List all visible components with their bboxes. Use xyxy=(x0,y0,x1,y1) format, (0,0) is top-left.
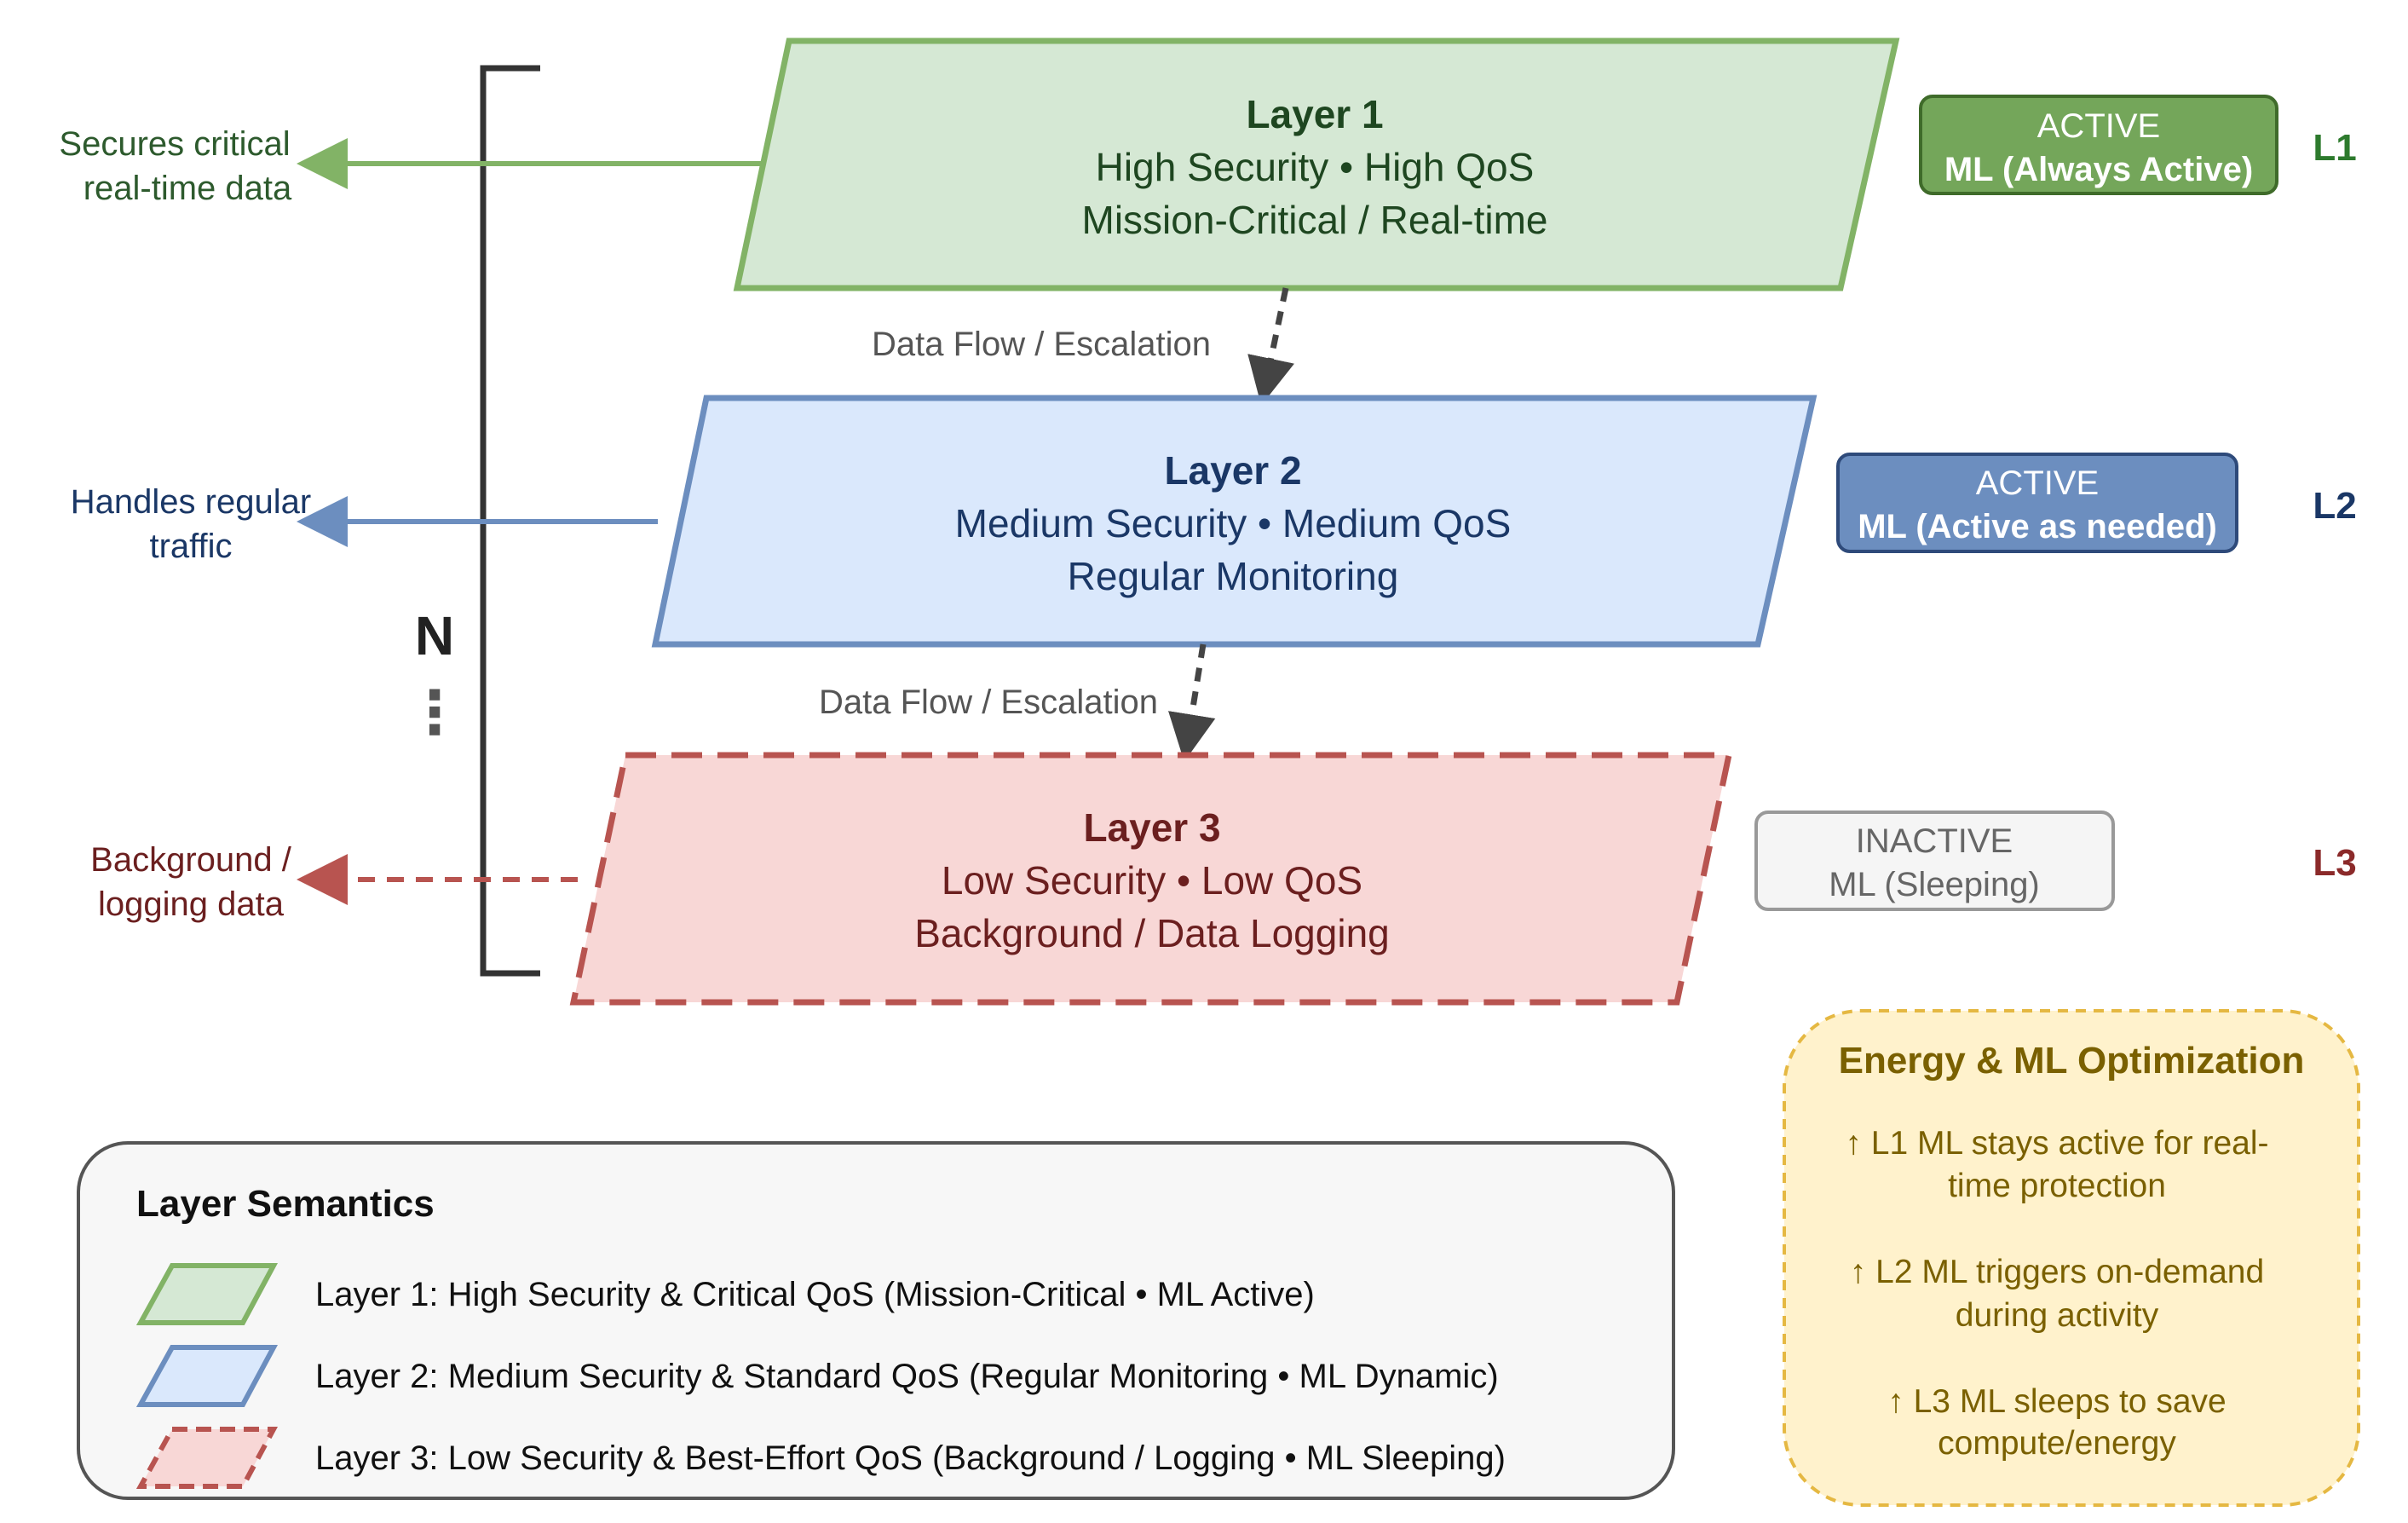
layer-3-title: Layer 3 xyxy=(1083,805,1220,850)
layer-3-line1: Low Security • Low QoS xyxy=(942,858,1362,903)
layer-1-badge-ml: ML (Always Active) xyxy=(1944,151,2253,188)
layer-2: Layer 2 Medium Security • Medium QoS Reg… xyxy=(71,395,2357,648)
layer-3-line2: Background / Data Logging xyxy=(914,911,1390,955)
optimization-item-2-line1: ↑ L2 ML triggers on-demand xyxy=(1850,1254,2264,1290)
layer-1: Layer 1 High Security • High QoS Mission… xyxy=(59,37,2357,291)
layer-1-status-badge xyxy=(1919,95,2278,195)
optimization-item-2-line2: during activity xyxy=(1956,1297,2159,1334)
flow-arrow-1-2 xyxy=(1247,287,1295,406)
layer-2-line2: Regular Monitoring xyxy=(1068,554,1399,598)
layer-3-badge-status: INACTIVE xyxy=(1856,822,2013,860)
ellipsis-icon: ⋮ xyxy=(405,679,464,746)
layer-2-shape xyxy=(651,395,1818,648)
layer-3-shape xyxy=(569,752,1733,1006)
legend-item-1: Layer 1: High Security & Critical QoS (M… xyxy=(315,1276,1315,1313)
layer-2-title: Layer 2 xyxy=(1164,448,1301,493)
layer-2-line1: Medium Security • Medium QoS xyxy=(955,501,1512,545)
layer-3-side-label-line1: Background / xyxy=(90,841,292,879)
optimization-item-1-line2: time protection xyxy=(1948,1168,2166,1204)
legend-item-2: Layer 2: Medium Security & Standard QoS … xyxy=(315,1358,1499,1395)
flow-label-2: Data Flow / Escalation xyxy=(819,684,1158,721)
flow-label-1: Data Flow / Escalation xyxy=(872,326,1211,363)
layer-1-side-label-line2: real-time data xyxy=(84,170,292,207)
layer-2-badge-ml: ML (Active as needed) xyxy=(1858,508,2217,545)
layer-1-shape xyxy=(733,37,1900,291)
legend-panel: Layer Semantics Layer 1: High Security &… xyxy=(77,1141,1675,1500)
layer-1-badge-status: ACTIVE xyxy=(2037,107,2160,145)
optimization-panel: Energy & ML Optimization ↑ L1 ML stays a… xyxy=(1783,1009,2360,1507)
optimization-item-3-line2: compute/energy xyxy=(1938,1425,2176,1462)
layer-2-side-label-line1: Handles regular xyxy=(71,483,311,521)
legend-swatch-layer-1 xyxy=(135,1263,279,1325)
layer-2-level: L2 xyxy=(2313,485,2356,527)
legend-swatch-layer-2 xyxy=(135,1345,279,1407)
optimization-box xyxy=(1783,1009,2360,1507)
layer-3-status-badge xyxy=(1754,811,2115,911)
layer-1-level: L1 xyxy=(2313,127,2356,169)
optimization-item-1-line1: ↑ L1 ML stays active for real- xyxy=(1845,1125,2268,1162)
layer-3-badge-ml: ML (Sleeping) xyxy=(1829,866,2040,903)
layer-1-title: Layer 1 xyxy=(1246,92,1383,136)
layer-2-side-label-line2: traffic xyxy=(149,528,232,565)
legend-swatch-layer-3 xyxy=(135,1427,279,1489)
legend-item-3: Layer 3: Low Security & Best-Effort QoS … xyxy=(315,1439,1506,1477)
bracket-label: N xyxy=(415,605,454,666)
layer-3: Layer 3 Low Security • Low QoS Backgroun… xyxy=(90,752,2357,1006)
layer-3-level: L3 xyxy=(2313,842,2356,884)
legend-box xyxy=(77,1141,1675,1500)
layer-1-side-label-line1: Secures critical xyxy=(59,125,290,163)
optimization-title: Energy & ML Optimization xyxy=(1839,1040,2305,1082)
layer-3-side-label-line2: logging data xyxy=(98,886,285,923)
layer-2-status-badge xyxy=(1836,453,2238,553)
layer-1-line1: High Security • High QoS xyxy=(1096,145,1535,189)
layer-2-badge-status: ACTIVE xyxy=(1976,464,2099,502)
legend-title: Layer Semantics xyxy=(136,1183,435,1225)
layer-1-line2: Mission-Critical / Real-time xyxy=(1082,198,1548,242)
optimization-item-3-line1: ↑ L3 ML sleeps to save xyxy=(1887,1383,2226,1420)
flow-arrow-2-3 xyxy=(1168,643,1216,762)
